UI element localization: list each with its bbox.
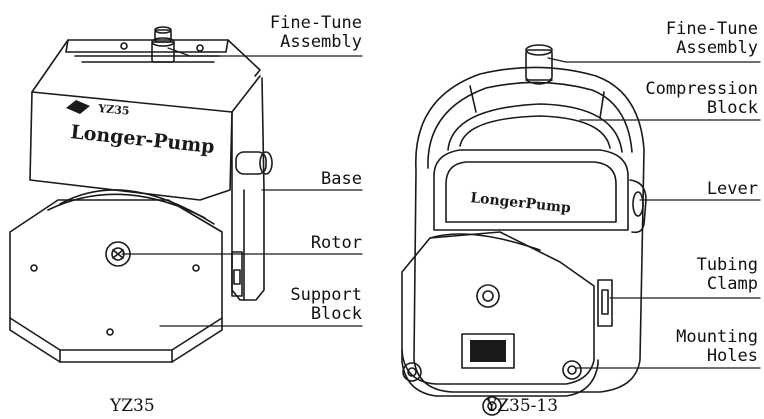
right-brand-text: LongerPump	[470, 190, 572, 216]
right-tubing-line1: Tubing	[696, 255, 758, 275]
left-support-block	[9, 189, 223, 363]
left-base-side	[231, 77, 265, 301]
left-rotor-label: Rotor	[311, 234, 362, 253]
left-base-label: Base	[321, 170, 362, 189]
left-pump-drawing	[9, 26, 273, 363]
right-mounting-holes-label: Mounting Holes	[676, 328, 758, 366]
left-lever-knob	[235, 151, 273, 175]
left-head-front	[29, 75, 261, 201]
right-compression-line1: Compression	[645, 79, 758, 99]
left-fine-tune-knob	[151, 26, 175, 63]
left-model-text: YZ35	[97, 102, 130, 118]
left-rotor-line1: Rotor	[310, 233, 362, 253]
right-lever	[629, 179, 647, 234]
right-fine-tune-line2: Assembly	[676, 38, 758, 58]
right-pump-caption: YZ35-13	[486, 396, 559, 416]
right-fine-tune-knob	[525, 44, 553, 85]
left-support-line1: Support	[290, 285, 362, 305]
right-compression-block-label: Compression Block	[645, 80, 758, 118]
leader-lines	[121, 47, 761, 369]
left-fine-tune-label: Fine-Tune Assembly	[270, 14, 362, 52]
left-pump-caption: YZ35	[110, 396, 155, 416]
right-compression-block	[447, 85, 623, 153]
right-tubing-clamp-label: Tubing Clamp	[697, 256, 758, 294]
right-lever-line1: Lever	[706, 179, 758, 199]
right-label-panel	[433, 149, 629, 231]
right-fine-tune-label: Fine-Tune Assembly	[666, 20, 758, 58]
right-mounting-line1: Mounting	[676, 327, 758, 347]
right-mounting-line2: Holes	[706, 346, 758, 366]
left-fine-tune-line2: Assembly	[280, 32, 362, 52]
right-housing-outline	[413, 66, 645, 393]
left-fine-tune-line1: Fine-Tune	[269, 13, 362, 33]
right-compression-line2: Block	[706, 98, 758, 118]
right-fine-tune-line1: Fine-Tune	[665, 19, 758, 39]
right-lever-label: Lever	[707, 180, 758, 199]
left-logo-mark	[66, 100, 90, 114]
right-pump-drawing	[401, 44, 647, 416]
left-support-block-label: Support Block	[290, 286, 362, 324]
right-rotor-cover	[401, 231, 599, 416]
left-brand-text: Longer-Pump	[69, 121, 215, 158]
left-base-line1: Base	[321, 169, 362, 189]
right-tubing-line2: Clamp	[706, 274, 758, 294]
right-tubing-clamp	[597, 279, 613, 327]
left-support-line2: Block	[310, 304, 362, 324]
